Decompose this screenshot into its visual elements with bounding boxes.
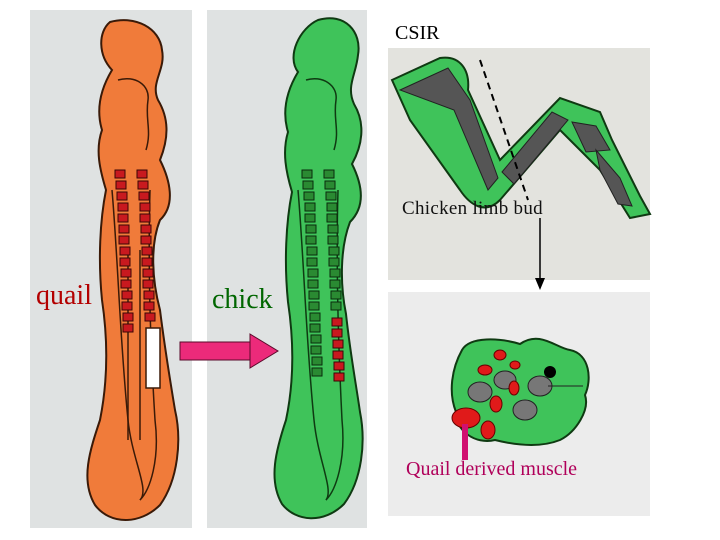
quail-somites: [114, 169, 156, 333]
chick-embryo: [273, 17, 364, 520]
quail-muscle-label: Quail derived muscle: [406, 458, 578, 480]
header-label: CSIR: [395, 22, 440, 44]
chick-label: chick: [212, 284, 273, 315]
quail-derived-muscle-cells: [451, 349, 521, 440]
transplant-arrow: [179, 333, 279, 369]
limb-bud-label: Chicken limb bud: [402, 198, 543, 219]
quail-embryo: [86, 19, 180, 521]
quail-label: quail: [36, 280, 92, 311]
limb-cross-section: [450, 337, 590, 460]
limb-bud-diagram: [390, 56, 652, 220]
grafted-quail-somites: [331, 317, 345, 382]
quail-excised-region: [145, 327, 161, 389]
chick-somites: [301, 169, 342, 377]
muscle-pointer: [462, 424, 468, 460]
